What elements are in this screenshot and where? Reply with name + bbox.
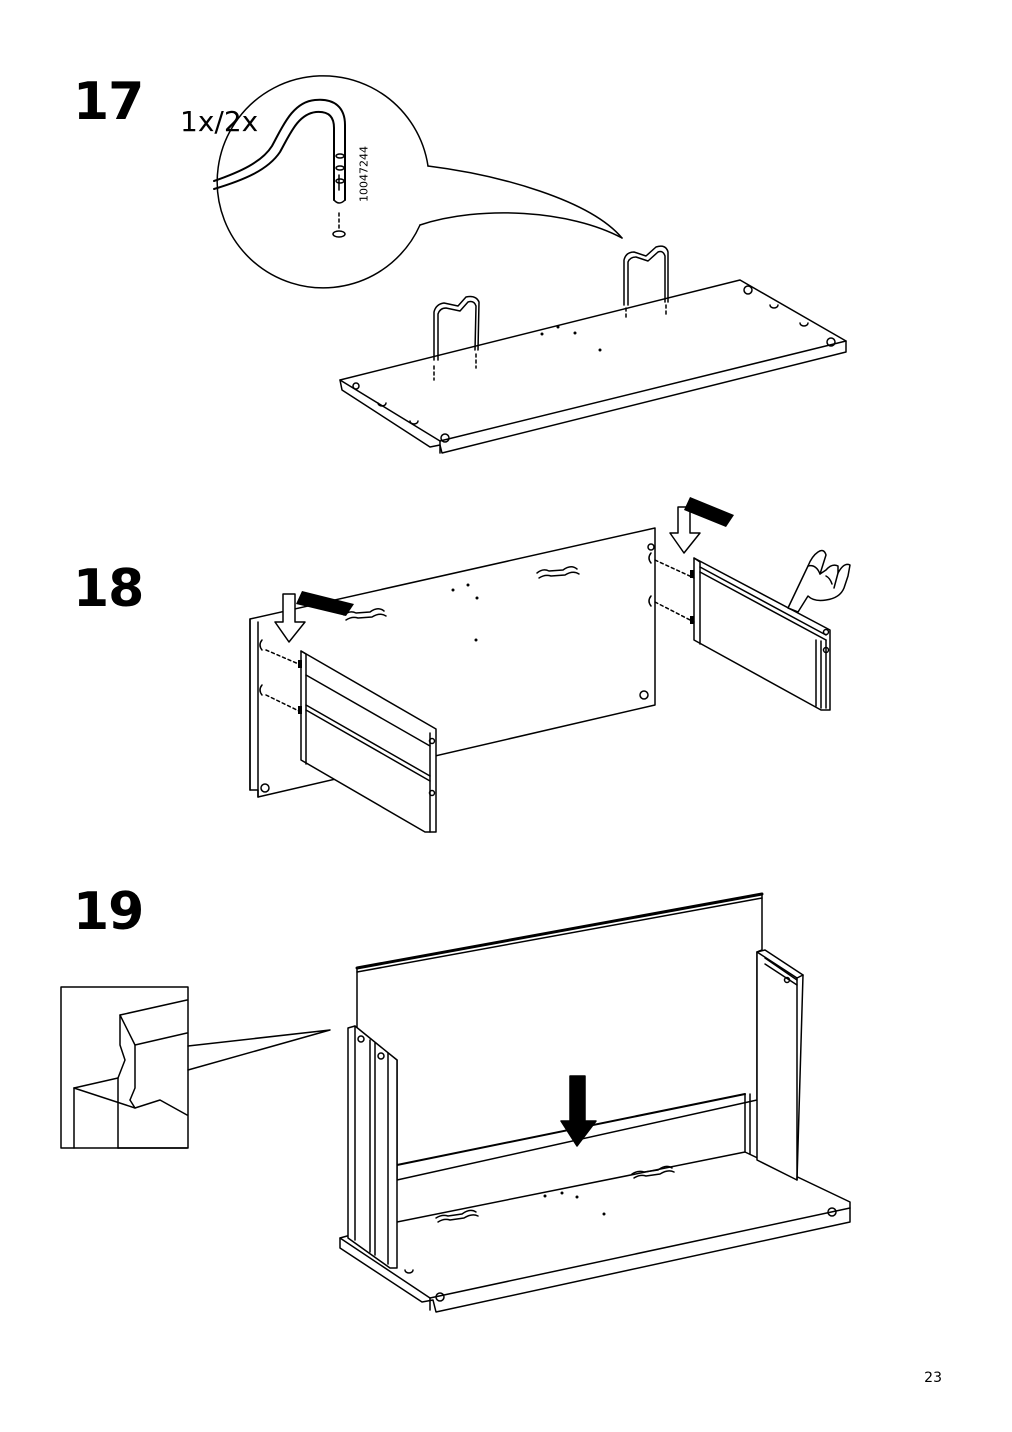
step-19-bottom-shelf	[340, 1152, 850, 1312]
step-19-back-panel	[357, 894, 762, 1180]
step-18-number: 18	[73, 559, 144, 619]
step-18-left-side-panel	[266, 650, 436, 832]
step-17-detail-callout	[214, 76, 622, 288]
step-17-number: 17	[73, 72, 144, 132]
step-17-wire-hanger-right	[624, 246, 668, 318]
step-17-shelf-panel	[340, 280, 846, 453]
step-19-left-side-panel	[348, 1026, 397, 1268]
step-17-wire-hanger-left	[434, 297, 479, 380]
step-19-detail-box	[61, 987, 330, 1148]
down-arrow-icon	[670, 497, 734, 553]
step-18-right-side-panel	[655, 558, 830, 710]
down-arrow-icon	[275, 591, 354, 642]
step-19-number: 19	[73, 882, 144, 942]
pointing-hand-icon	[788, 551, 850, 612]
down-arrow-icon	[561, 1076, 596, 1146]
step-19-right-side-panel	[757, 950, 803, 1180]
page-number: 23	[924, 1370, 942, 1386]
quantity-label: 1x/2x	[180, 105, 259, 138]
